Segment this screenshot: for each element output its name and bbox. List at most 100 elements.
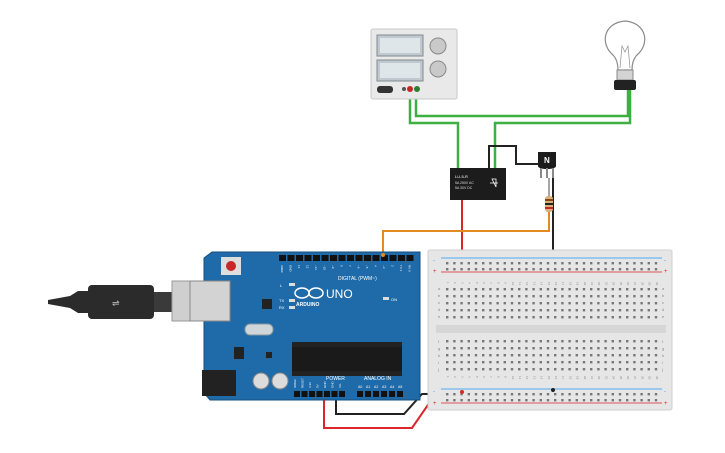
digital-pin[interactable] <box>398 255 405 261</box>
digital-pin[interactable] <box>372 255 380 261</box>
power-pin-label: IOREF <box>293 379 297 388</box>
power-pin[interactable] <box>294 391 300 397</box>
power-pin[interactable] <box>316 391 323 397</box>
svg-text:-: - <box>433 389 435 395</box>
svg-text:17: 17 <box>561 282 565 286</box>
power-pin[interactable] <box>309 391 315 397</box>
digital-pin[interactable] <box>364 255 371 261</box>
svg-text:f: f <box>662 339 664 344</box>
digital-pin[interactable] <box>338 255 346 261</box>
wire-orange-pin-resistor[interactable] <box>382 212 550 255</box>
analog-pin[interactable] <box>381 391 387 397</box>
svg-text:30: 30 <box>655 376 659 380</box>
svg-text:10: 10 <box>511 376 515 380</box>
digital-pin[interactable] <box>296 255 303 261</box>
svg-text:19: 19 <box>576 376 580 380</box>
svg-text:12: 12 <box>525 282 529 286</box>
svg-text:c: c <box>662 300 664 305</box>
svg-text:17: 17 <box>561 376 565 380</box>
digital-pin-label: 8 <box>340 265 344 267</box>
svg-text:+: + <box>664 269 668 275</box>
relay-icon[interactable]: LU-5-R 5A 250V AC 5A 30V DC <box>450 168 506 200</box>
svg-text:24: 24 <box>612 282 616 286</box>
digital-header[interactable] <box>279 255 414 261</box>
svg-text:22: 22 <box>597 282 601 286</box>
svg-text:6: 6 <box>482 282 486 284</box>
svg-text:19: 19 <box>576 282 580 286</box>
svg-text:29: 29 <box>648 376 652 380</box>
power-supply-icon[interactable] <box>370 28 458 100</box>
svg-text:g: g <box>662 346 664 351</box>
resistor-icon[interactable] <box>545 178 553 212</box>
wire-green-psu-bulb[interactable] <box>414 90 630 118</box>
digital-pin-label: 12 <box>306 265 310 269</box>
svg-text:5: 5 <box>475 376 479 378</box>
svg-text:-: - <box>664 389 666 395</box>
svg-text:22: 22 <box>597 376 601 380</box>
svg-text:a: a <box>438 286 441 291</box>
svg-text:ANALOG IN: ANALOG IN <box>364 376 392 382</box>
digital-pin[interactable] <box>313 255 320 261</box>
digital-pin[interactable] <box>406 255 414 261</box>
breadboard[interactable]: - + - + - + - + 112233445566778899101011… <box>427 249 673 411</box>
wire-green-relay-bulb[interactable] <box>493 90 632 172</box>
svg-text:26: 26 <box>626 376 630 380</box>
digital-pin[interactable] <box>279 255 286 261</box>
digital-pin[interactable] <box>381 255 388 261</box>
arduino-uno-board[interactable]: L TX RX ON ARDUINO UNO DIGITAL (PWM~) PO… <box>189 251 421 401</box>
digital-pin[interactable] <box>321 255 329 261</box>
svg-text:16: 16 <box>554 376 558 380</box>
digital-pin-label: ~11 <box>314 265 318 270</box>
svg-text:RX: RX <box>279 305 285 310</box>
svg-text:TX: TX <box>279 298 284 303</box>
npn-transistor-icon[interactable]: N <box>538 152 556 178</box>
digital-pin[interactable] <box>355 255 363 261</box>
analog-header[interactable] <box>357 391 403 397</box>
digital-pin-label: AREF <box>280 265 284 273</box>
power-pin[interactable] <box>301 391 308 397</box>
svg-text:23: 23 <box>604 282 608 286</box>
usb-port[interactable] <box>189 280 231 322</box>
svg-text:i: i <box>438 360 439 365</box>
digital-pin-label: GND <box>289 265 293 273</box>
digital-pin[interactable] <box>389 255 397 261</box>
digital-pin[interactable] <box>304 255 312 261</box>
light-bulb-icon[interactable] <box>604 20 646 90</box>
svg-text:14: 14 <box>540 376 544 380</box>
svg-text:10: 10 <box>511 282 515 286</box>
digital-pin[interactable] <box>347 255 354 261</box>
svg-text:h: h <box>662 353 664 358</box>
svg-text:13: 13 <box>532 376 536 380</box>
analog-pin[interactable] <box>357 391 363 397</box>
analog-pin-label: A5 <box>398 385 402 389</box>
digital-pin[interactable] <box>330 255 337 261</box>
svg-text:21: 21 <box>590 376 594 380</box>
svg-text:12: 12 <box>525 376 529 380</box>
analog-pin[interactable] <box>365 391 371 397</box>
analog-pin-label: A3 <box>382 385 386 389</box>
svg-text:h: h <box>438 353 440 358</box>
analog-pin[interactable] <box>397 391 403 397</box>
svg-text:16: 16 <box>554 282 558 286</box>
svg-text:3: 3 <box>460 376 464 378</box>
wire-green-psu-relay[interactable] <box>408 90 460 172</box>
power-pin-label: Vin <box>338 383 342 388</box>
power-pin[interactable] <box>339 391 345 397</box>
wire-black-relay-transistor[interactable] <box>488 145 545 172</box>
digital-pin[interactable] <box>287 255 295 261</box>
svg-text:27: 27 <box>633 282 637 286</box>
digital-pin-label: RX 0 <box>408 265 412 272</box>
svg-text:8: 8 <box>496 282 500 284</box>
analog-pin[interactable] <box>373 391 379 397</box>
power-pin[interactable] <box>324 391 330 397</box>
analog-pin[interactable] <box>389 391 395 397</box>
power-pin[interactable] <box>331 391 338 397</box>
svg-text:2: 2 <box>453 376 457 378</box>
svg-text:1: 1 <box>446 376 450 378</box>
power-header[interactable] <box>294 391 345 397</box>
digital-pin-label: ~6 <box>357 265 361 269</box>
svg-text:24: 24 <box>612 376 616 380</box>
svg-text:9: 9 <box>504 376 508 378</box>
power-jack[interactable] <box>202 370 236 396</box>
